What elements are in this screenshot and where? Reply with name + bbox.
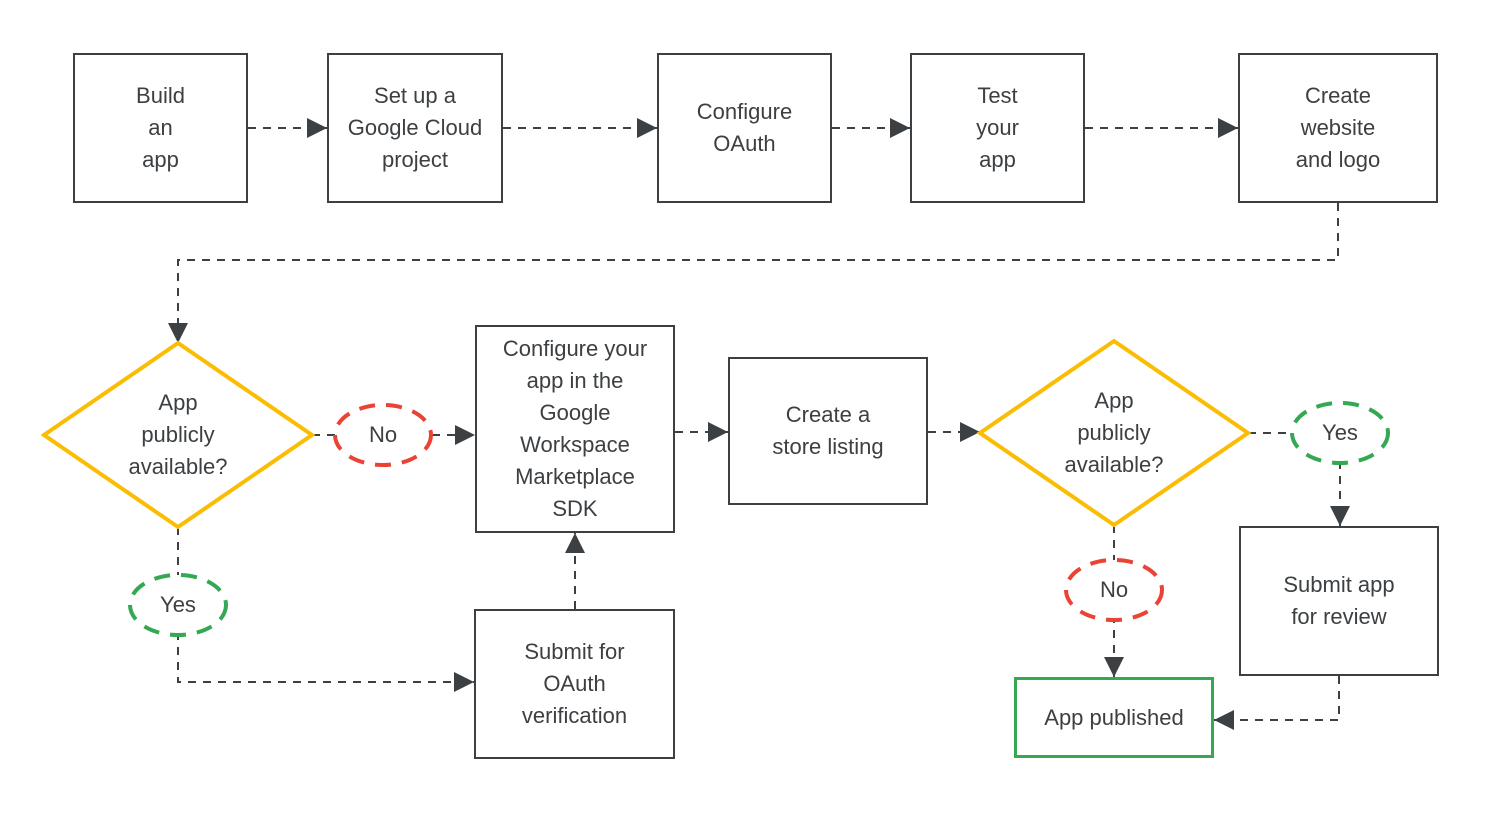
- connector-review-to-published: [1214, 676, 1340, 730]
- node-submit-for-oauth-verification: Submit for OAuth verification: [474, 609, 675, 759]
- connector-website-to-decision-left: [168, 203, 1339, 343]
- node-label: Create a store listing: [772, 402, 884, 459]
- decision-diamond-right: [976, 338, 1252, 528]
- node-configure-app-in-marketplace-sdk: Configure your app in the Google Workspa…: [475, 325, 675, 533]
- node-create-store-listing: Create a store listing: [728, 357, 928, 505]
- node-label: Set up a Google Cloud project: [347, 83, 483, 172]
- node-label: Test your app: [976, 83, 1019, 172]
- node-set-up-google-cloud-project: Set up a Google Cloud project: [327, 53, 503, 203]
- node-app-published: App published: [1014, 677, 1214, 758]
- node-label: App published: [1044, 704, 1184, 730]
- node-test-your-app: Test your app: [910, 53, 1085, 203]
- node-submit-app-for-review: Submit app for review: [1239, 526, 1439, 676]
- no-badge-oval-left: [333, 403, 433, 467]
- node-label: Submit for OAuth verification: [521, 639, 628, 728]
- node-label: Configure OAuth: [696, 99, 793, 156]
- node-create-website-and-logo: Create website and logo: [1238, 53, 1438, 203]
- yes-badge-oval-left: [128, 573, 228, 637]
- no-badge-oval-right: [1064, 558, 1164, 622]
- node-configure-oauth: Configure OAuth: [657, 53, 832, 203]
- node-label: Build an app: [136, 83, 185, 172]
- yes-badge-oval-right: [1290, 401, 1390, 465]
- decision-diamond-left: [40, 340, 316, 530]
- node-label: Submit app for review: [1283, 572, 1395, 629]
- node-label: Create website and logo: [1295, 83, 1381, 172]
- node-label: Configure your app in the Google Workspa…: [502, 336, 648, 521]
- node-build-an-app: Build an app: [73, 53, 248, 203]
